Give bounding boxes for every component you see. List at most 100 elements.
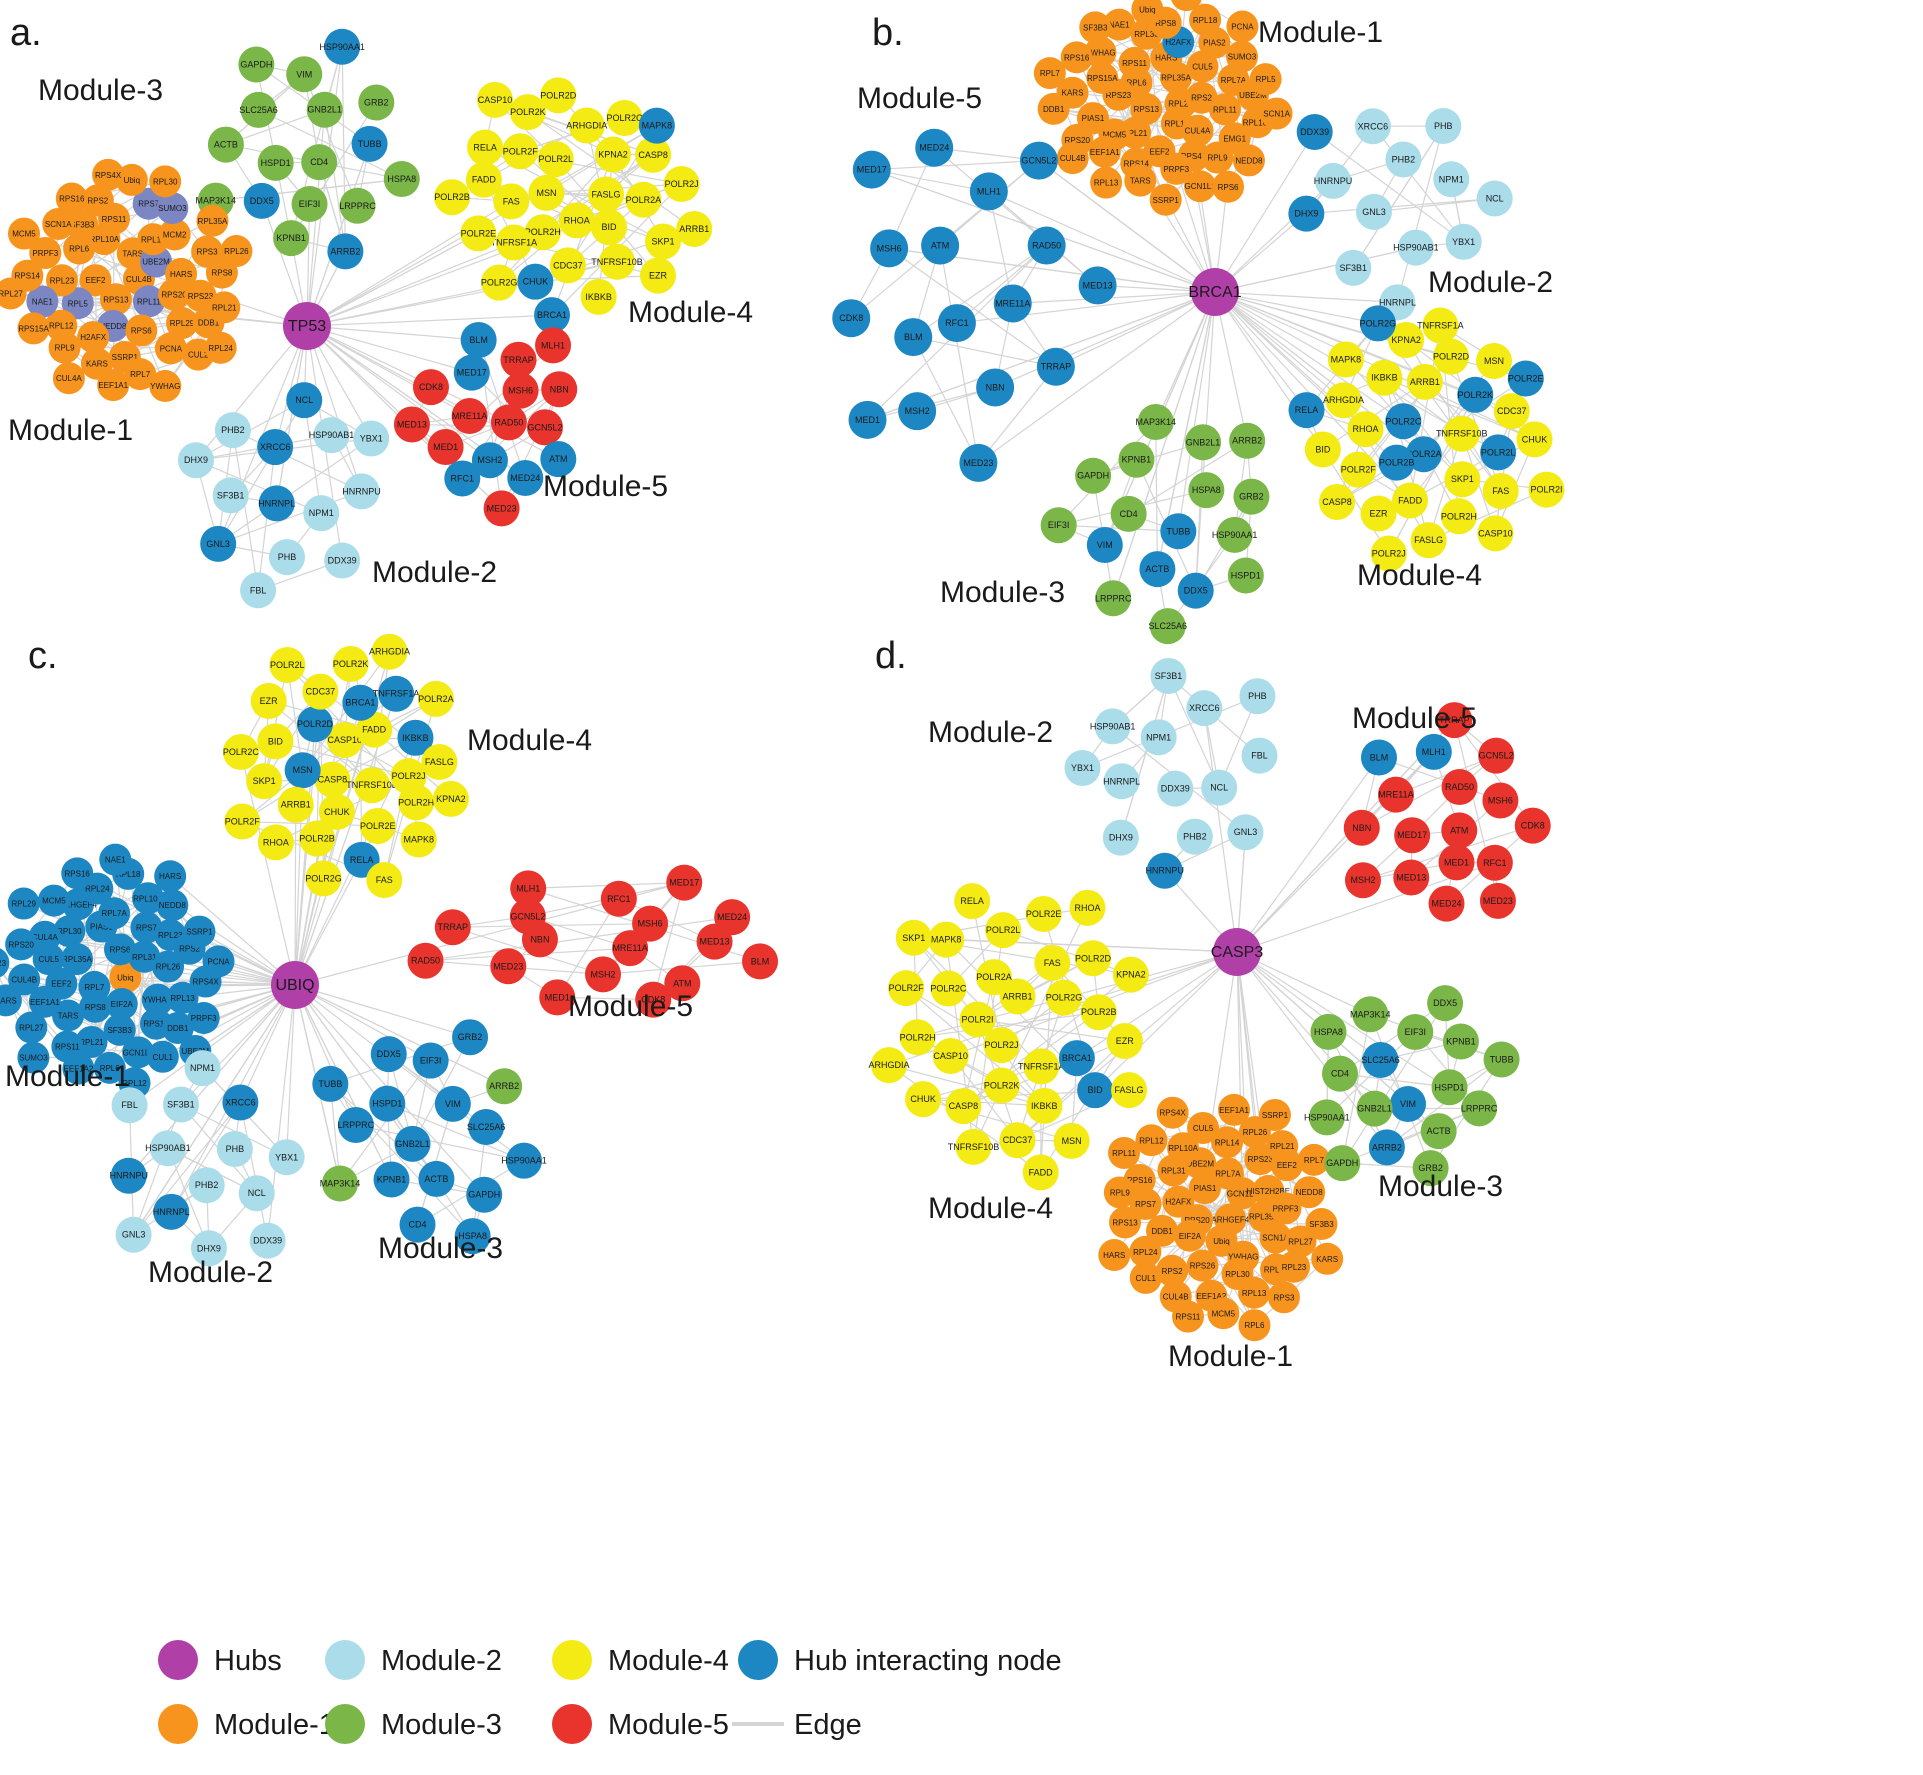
- edge: [1040, 1040, 1126, 1173]
- node-label: RPS3: [1274, 1293, 1295, 1302]
- node-gcn1l1: GCN1L1: [1184, 170, 1217, 203]
- node-faslg: FASLG: [1410, 522, 1447, 559]
- node-label: GCN1L1: [1185, 182, 1217, 191]
- node-label: NBN: [550, 384, 569, 394]
- hub-edge: [306, 325, 479, 341]
- hub-edge: [1012, 291, 1216, 305]
- module1-node-circle: [1103, 8, 1136, 41]
- node-label: RHOA: [564, 215, 590, 225]
- module1-node-circle: [154, 332, 187, 365]
- node-atm: ATM: [664, 965, 701, 1002]
- node-label: SF3B1: [217, 490, 245, 500]
- hub_interacting-node-circle: [37, 884, 70, 917]
- node-label: RPS20: [1065, 136, 1091, 145]
- module1-node-circle: [1311, 1242, 1344, 1275]
- module1-node-circle: [1131, 0, 1164, 26]
- module1-node-circle: [1269, 1192, 1302, 1225]
- hub_interacting-node-circle: [1385, 403, 1422, 440]
- module3-node-circle: [1188, 472, 1225, 509]
- node-label: POLR2C: [606, 113, 643, 123]
- node-label: RPL13: [141, 235, 166, 244]
- module4-node-circle: [1112, 956, 1149, 993]
- hub-edge: [286, 984, 296, 1158]
- module1-node-circle: [1211, 1157, 1244, 1190]
- node-label: MED23: [487, 503, 517, 513]
- module-label: Module-4: [1357, 559, 1482, 592]
- node-casp8: CASP8: [314, 761, 351, 798]
- node-label: RPL27: [19, 1024, 44, 1033]
- node-label: TRRAP: [1439, 715, 1470, 725]
- node-polr2a: POLR2A: [417, 680, 454, 717]
- node-label: PHB: [226, 1144, 245, 1154]
- module5-node-circle: [539, 979, 576, 1016]
- module1-node-circle: [1084, 36, 1117, 69]
- node-label: SF3B3: [70, 221, 95, 230]
- hub-edge: [306, 314, 553, 327]
- edge: [1396, 125, 1444, 303]
- hub_interacting-node-circle: [444, 460, 481, 497]
- node-label: RPS2: [1162, 1267, 1183, 1276]
- node-ncl: NCL: [1201, 769, 1238, 806]
- node-med13: MED13: [1393, 859, 1430, 896]
- node-label: MED13: [700, 937, 730, 947]
- node-label: RPL10A: [1168, 1144, 1198, 1153]
- node-label: GCN1L1: [123, 1048, 155, 1057]
- module3-node-circle: [1420, 1113, 1457, 1150]
- node-label: DHX9: [1294, 209, 1318, 219]
- node-rpl7: RPL7: [1297, 1143, 1330, 1176]
- node-label: SLC25A6: [467, 1122, 506, 1132]
- node-label: POLR2F: [225, 817, 261, 827]
- node-hsp90ab1: HSP90AB1: [1090, 708, 1135, 745]
- module4-node-circle: [599, 243, 636, 280]
- node-label: MAPK8: [642, 121, 673, 131]
- module4-node-circle: [870, 1047, 907, 1084]
- node-vim: VIM: [434, 1085, 471, 1122]
- module1-node-circle: [1259, 1221, 1292, 1254]
- edge: [905, 987, 1002, 1046]
- node-label: POLR2H: [900, 1032, 936, 1042]
- node-label: RPL13: [1242, 1289, 1267, 1298]
- node-label: NCL: [1210, 783, 1228, 793]
- node-label: EIF3I: [1405, 1027, 1427, 1037]
- module4-node-circle: [954, 883, 991, 920]
- node-fadd: FADD: [356, 711, 393, 748]
- node-rpl23: RPL23: [45, 264, 78, 297]
- node-label: POLR2H: [525, 227, 561, 237]
- node-label: XRCC6: [1189, 703, 1220, 713]
- node-label: RPL29: [11, 900, 36, 909]
- node-label: CASP8: [1322, 497, 1352, 507]
- node-label: POLR2K: [1458, 390, 1494, 400]
- node-label: FAS: [503, 196, 520, 206]
- hub_interacting-node-circle: [75, 1025, 108, 1058]
- module3-node-circle: [322, 1165, 359, 1202]
- node-label: VIM: [296, 69, 312, 79]
- node-polr2c: POLR2C: [606, 99, 643, 136]
- node-polr2i: POLR2I: [1528, 471, 1565, 508]
- node-label: RPS16: [59, 195, 85, 204]
- module1-node-circle: [1232, 144, 1265, 177]
- module1-node-circle: [1135, 1124, 1168, 1157]
- node-label: ARHGEF4: [59, 900, 97, 909]
- node-hsp90ab1: HSP90AB1: [1393, 229, 1439, 266]
- node-label: NPM1: [1146, 732, 1171, 742]
- hub_interacting-node-circle: [98, 897, 131, 930]
- module1-node-circle: [1277, 1250, 1310, 1283]
- node-label: ARHGDIA: [1323, 395, 1364, 405]
- edge: [257, 446, 276, 591]
- module3-node-circle: [257, 144, 294, 181]
- node-label: RPS3: [197, 248, 218, 257]
- module1-node-circle: [42, 207, 75, 240]
- node-label: MED23: [493, 961, 523, 971]
- node-label: SLC25A6: [239, 105, 278, 115]
- node-label: LRPPRC: [339, 201, 376, 211]
- module4-node-circle: [356, 711, 393, 748]
- node-label: HSP90AA1: [319, 42, 365, 52]
- module1-node-circle: [1238, 1276, 1271, 1309]
- node-msh6: MSH6: [1482, 782, 1519, 819]
- module3-node-circle: [240, 91, 277, 128]
- node-label: HSP90AB1: [1393, 243, 1439, 253]
- node-label: ARRB1: [1410, 377, 1440, 387]
- node-label: TRRAP: [503, 355, 534, 365]
- node-ddx5: DDX5: [1177, 572, 1214, 609]
- hub-casp3: CASP3: [1211, 928, 1263, 976]
